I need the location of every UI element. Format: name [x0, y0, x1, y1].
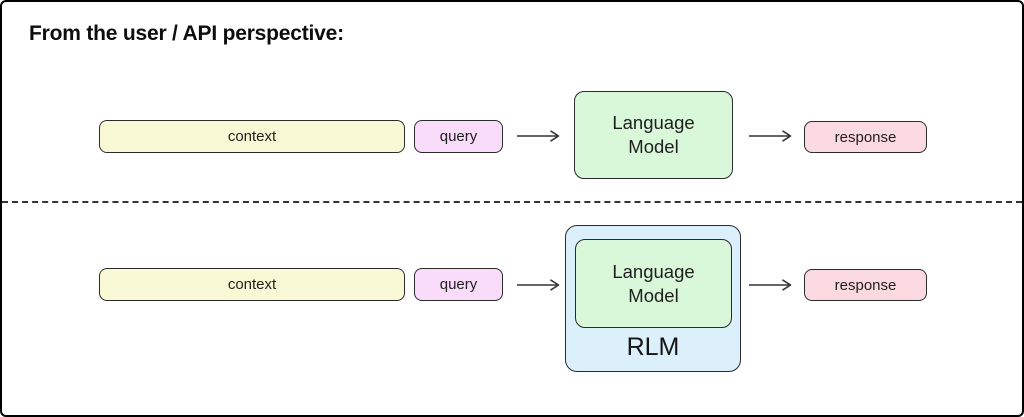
query-box-bottom: query	[414, 268, 503, 301]
language-model-label: Language Model	[612, 112, 695, 157]
context-box-top: context	[99, 120, 405, 153]
context-box-bottom: context	[99, 268, 405, 301]
arrow-right-icon	[517, 279, 560, 291]
query-box-top: query	[414, 120, 503, 153]
language-model-box-top: Language Model	[574, 91, 733, 179]
dashed-divider	[2, 201, 1022, 203]
language-model-box-bottom: Language Model	[575, 239, 732, 328]
arrow-right-icon	[749, 279, 792, 291]
rlm-label: RLM	[626, 333, 680, 361]
arrow-right-icon	[749, 130, 792, 142]
rlm-box: Language Model RLM	[565, 225, 741, 372]
arrow-right-icon	[517, 130, 560, 142]
response-box-bottom: response	[804, 269, 927, 301]
response-box-top: response	[804, 121, 927, 153]
language-model-label: Language Model	[612, 260, 695, 306]
page-title: From the user / API perspective:	[29, 22, 344, 45]
